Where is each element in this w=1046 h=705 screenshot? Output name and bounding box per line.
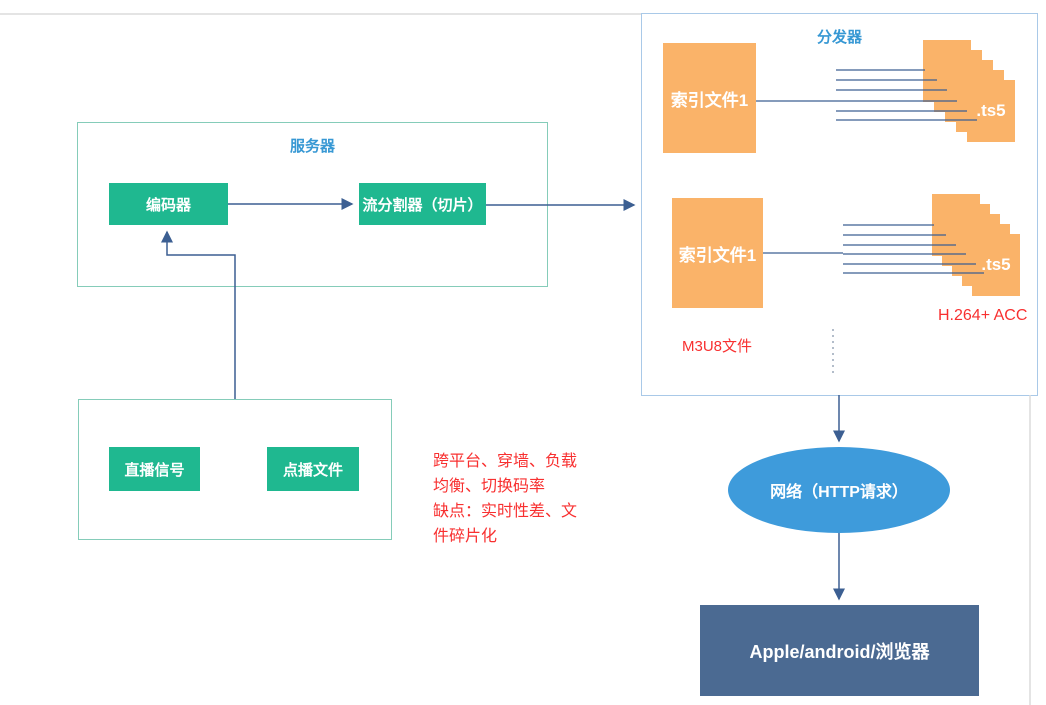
ts-stack-label-2: .ts5 [981,255,1011,274]
client-node: Apple/android/浏览器 [700,605,979,696]
ts-card-front [967,80,1015,142]
index-file-node-1: 索引文件1 [663,43,756,153]
note-line-3: 缺点：实时性差、文 [433,503,578,520]
ts-stack-label-1: .ts5 [976,101,1006,120]
distributor-group-label: 分发器 [816,29,862,46]
index-file-node-2: 索引文件1 [672,198,763,308]
server-group-label: 服务器 [289,138,335,155]
encoder-label: 编码器 [145,196,191,214]
pros-cons-note: 跨平台、穿墙、负载 均衡、切换码率 缺点：实时性差、文 件碎片化 [433,449,577,549]
client-label: Apple/android/浏览器 [749,641,930,662]
stream-splitter-label: 流分割器（切片） [362,196,483,214]
live-signal-label: 直播信号 [124,461,185,479]
stream-splitter-node: 流分割器（切片） [359,183,486,225]
ts-card-front [972,234,1020,296]
encoder-node: 编码器 [109,183,228,225]
network-node: 网络（HTTP请求） [728,447,950,533]
vod-file-label: 点播文件 [282,461,343,479]
codec-note: H.264+ ACC [938,307,1028,324]
vod-file-node: 点播文件 [267,447,359,491]
live-signal-node: 直播信号 [109,447,200,491]
note-line-4: 件碎片化 [433,528,498,545]
m3u8-note: M3U8文件 [682,338,753,355]
index-file-label-2: 索引文件1 [678,245,757,265]
note-line-1: 跨平台、穿墙、负载 [433,453,578,470]
index-file-label-1: 索引文件1 [670,90,749,110]
network-label: 网络（HTTP请求） [770,484,908,501]
note-line-2: 均衡、切换码率 [433,478,546,495]
